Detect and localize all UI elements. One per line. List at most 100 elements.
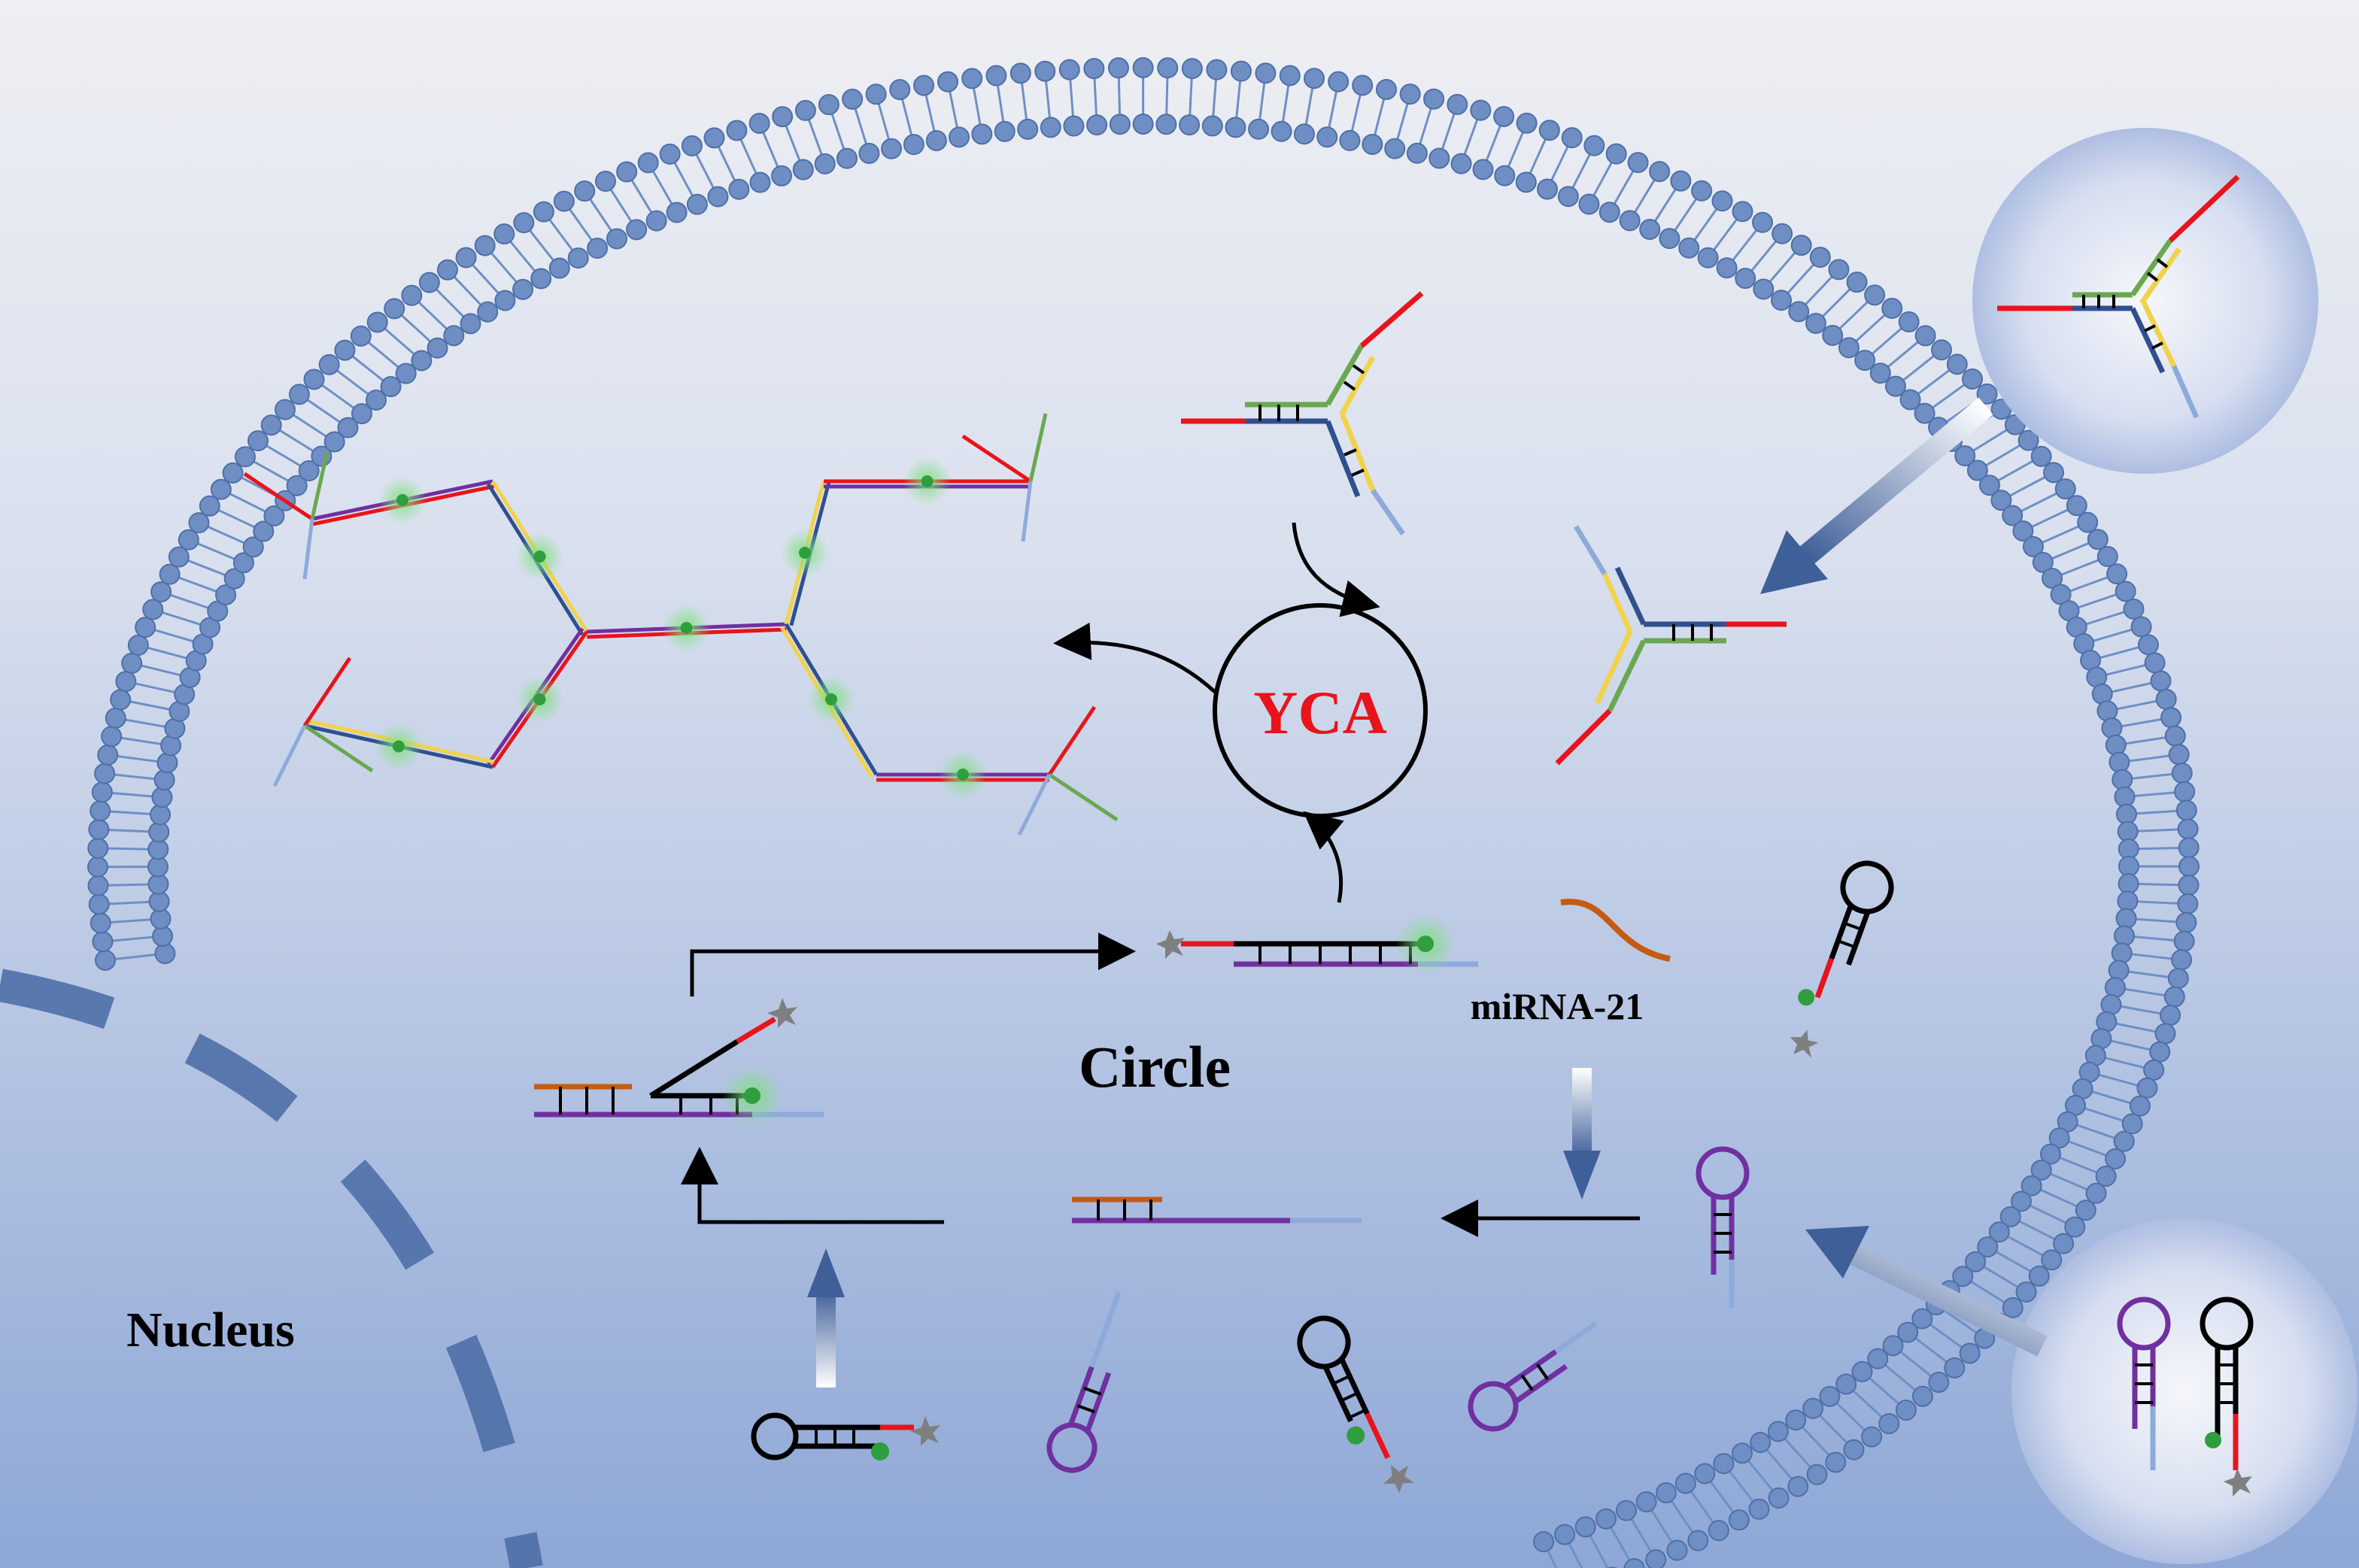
lipid-head [1785,1409,1807,1431]
lipid-head [337,417,359,438]
lipid-head [513,212,535,234]
lipid-head [365,389,387,411]
lipid-head [1878,1413,1900,1435]
lipid-head [1788,301,1810,323]
lipid-head [2168,744,2190,766]
up-arrow [807,1248,845,1388]
lipid-head [1040,117,1061,138]
lipid-head [903,134,924,156]
lipid-head [512,278,534,300]
lipid-head [2042,568,2063,590]
lipid-head [1649,161,1671,183]
fluorophore-dot-icon [680,622,693,634]
lipid-head [1255,62,1277,84]
lipid-head [1316,126,1338,148]
lipid-head [1944,1357,1966,1378]
lipid-head [949,126,970,148]
lipid-head [1574,1516,1596,1538]
dna-hairpin-icon [751,1412,940,1460]
lipid-head [101,726,123,748]
lipid-head [703,127,725,149]
lipid-head [1645,1548,1667,1568]
lipid-head [242,536,264,558]
lipid-head [2012,520,2034,542]
network-arm [961,434,1032,484]
lipid-head [1838,337,1860,359]
circle-flow-arrows [681,933,1640,1237]
lipid-bilayer-icon [87,57,2200,1568]
lipid-head [105,707,126,729]
lipid-head [1670,170,1692,192]
lipid-head [1083,58,1105,80]
lipid-head [749,171,771,193]
lipid-head [1914,402,1935,424]
fluorophore-dot-icon [825,693,837,705]
lipid-head [2085,1182,2107,1204]
lipid-head [2010,1190,2032,1212]
lipid-head [1450,153,1472,174]
lipid-head [135,617,156,638]
lipid-head [1678,237,1700,259]
lipid-head [1854,350,1876,372]
lipid-head [1897,1321,1919,1343]
lipid-head [1132,57,1154,79]
lipid-head [2117,890,2139,912]
lipid-head [2108,960,2130,981]
lipid-head [2154,1023,2176,1045]
lipid-head [1017,118,1039,140]
lipid-head [395,362,417,384]
lipid-head [188,512,210,534]
dna-hairpin-icon [2117,1297,2171,1470]
lipid-head [90,800,111,822]
lipid-head [1623,1557,1645,1568]
lipid-head [1965,1251,1987,1272]
lipid-head [1384,138,1406,159]
lipid-head [1554,1524,1576,1545]
lipid-head [1578,193,1600,215]
dna-hairpin-icon [1790,860,1894,1058]
lipid-head [303,368,325,390]
fluorophore-dot-icon [957,769,969,781]
lipid-head [1928,1372,1950,1394]
lipid-head [1423,88,1445,110]
lipid-head [1362,133,1383,155]
dna-hairpin-icon [1046,1291,1122,1473]
lipid-head [1293,123,1315,145]
lipid-head [2144,652,2166,674]
nucleus-envelope [0,969,543,1568]
lipid-head [148,821,170,843]
network-arm [272,724,307,787]
network-arm [1021,481,1033,542]
lipid-head [1515,171,1537,193]
yca-cycle: YCA [1053,522,1428,903]
lipid-head [1533,1531,1555,1553]
lipid-head [1279,65,1301,86]
lipid-head [1583,135,1605,156]
lipid-head [1966,459,1988,481]
lipid-head [2032,551,2054,573]
lipid-head [1835,1373,1857,1395]
lipid-head [1375,79,1397,101]
lipid-head [2178,837,2200,859]
lipid-head [1752,211,1774,233]
lipid-head [1674,1472,1696,1494]
lipid-head [274,399,296,420]
lipid-head [1828,259,1850,281]
lipid-head [814,153,836,174]
lipid-head [2048,1127,2070,1149]
lipid-head [1225,117,1246,138]
lipid-head [1767,1421,1789,1442]
lipid-head [334,339,356,361]
lipid-head [151,787,173,808]
lipid-head [1694,1463,1716,1485]
lipid-head [153,769,175,791]
lipid-head [794,99,816,121]
lipid-head [1627,152,1649,174]
lipid-head [681,135,703,156]
lipid-head [1806,1463,1828,1485]
lipid-head [1561,127,1583,149]
lipid-head [836,147,858,169]
lipid-head [168,546,190,568]
lipid-head [2118,855,2139,877]
